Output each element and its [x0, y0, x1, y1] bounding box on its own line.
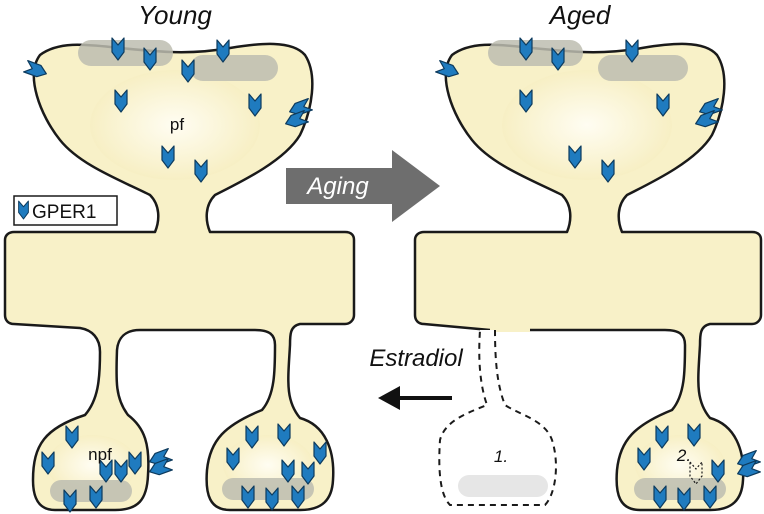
- legend-box: [13, 195, 118, 226]
- young-pf-glow: [90, 70, 260, 180]
- pf-label: pf: [170, 115, 184, 134]
- young-density-top-right: [190, 55, 278, 81]
- legend-gper1-label: GPER1: [32, 202, 96, 223]
- aged-density-top-right: [598, 55, 688, 81]
- aging-label: Aging: [305, 173, 369, 200]
- step-1-label: 1.: [494, 447, 508, 466]
- lost-bouton-outline: [438, 329, 557, 506]
- young-density-top-left: [78, 40, 173, 66]
- estradiol-label: Estradiol: [369, 345, 463, 372]
- aged-gap: [490, 323, 530, 332]
- legend: [13, 195, 118, 226]
- aged-pf-glow: [502, 70, 672, 180]
- estradiol-arrow-icon: [378, 386, 452, 410]
- lost-bouton-density: [458, 475, 548, 497]
- aged-density-top-left: [488, 40, 583, 66]
- lost-receptor-icon: [689, 460, 703, 485]
- young-cell: [3, 40, 356, 512]
- aged-receptors: [435, 37, 761, 511]
- young-cell-body: [3, 42, 356, 512]
- aged-cell-body: [413, 42, 763, 512]
- young-title: Young: [138, 0, 212, 30]
- step-2-label: 2.: [676, 446, 691, 465]
- aged-cell: [413, 40, 763, 512]
- aging-arrow-icon: [286, 150, 440, 222]
- npf-label: npf: [88, 445, 112, 464]
- aged-title: Aged: [548, 0, 612, 30]
